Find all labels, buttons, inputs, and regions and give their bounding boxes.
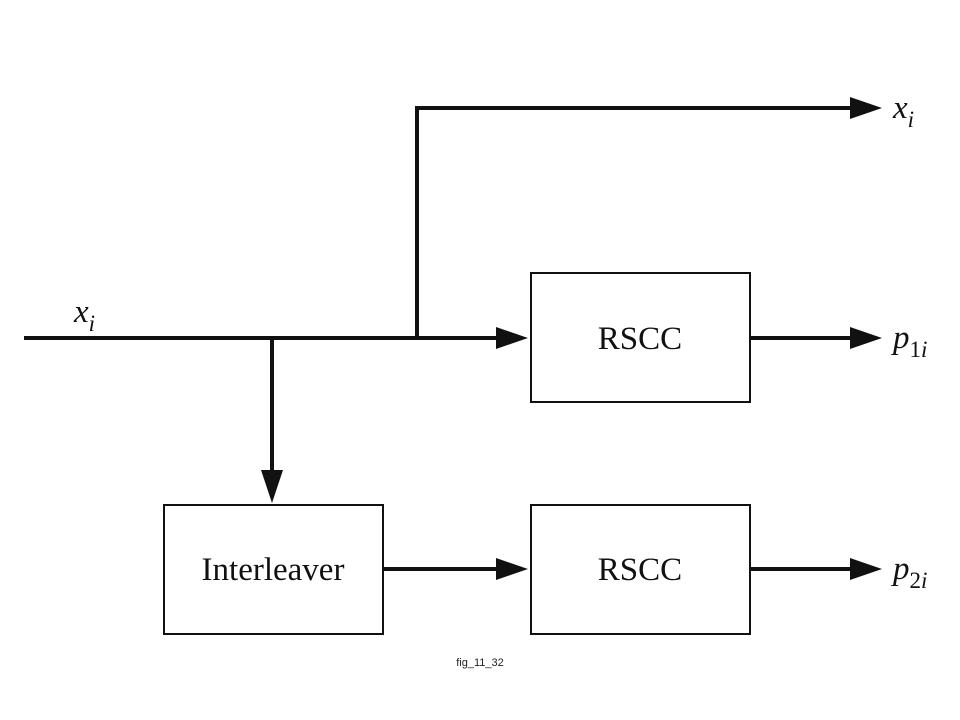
arrow-parity2-output [850,558,882,580]
rscc-bottom-label: RSCC [598,552,682,588]
systematic-output-label: xi [892,90,914,132]
interleaver-label: Interleaver [202,552,345,588]
arrow-to-interleaver [261,470,283,503]
rscc-bottom-box [530,504,751,635]
arrow-to-rscc-top [496,327,528,349]
parity1-output-label: p1i [891,320,927,362]
input-label: xi [73,294,95,336]
systematic-branch-line [415,106,852,338]
arrow-to-rscc-bottom [496,558,528,580]
rscc-top-label: RSCC [598,321,682,357]
arrow-systematic-output [850,97,882,119]
interleaver-box [163,504,384,635]
arrow-parity1-output [850,327,882,349]
rscc-top-box [530,272,751,403]
parity2-output-label: p2i [891,551,927,593]
figure-caption: fig_11_32 [456,657,504,669]
